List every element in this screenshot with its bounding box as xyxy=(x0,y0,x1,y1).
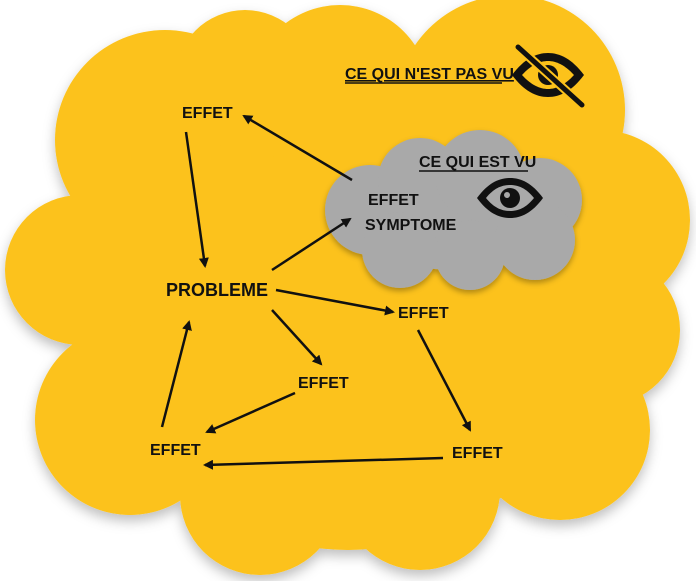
arrow-top-effect-to-problem xyxy=(184,131,209,268)
arrow-bottom-right-to-bottom-left xyxy=(203,456,444,470)
arrow-middle-effect-to-bottom-left xyxy=(205,391,296,434)
arrow-problem-to-symptom xyxy=(271,217,352,272)
effect-bottom-right-label: EFFET xyxy=(452,445,503,462)
hidden-cloud xyxy=(5,0,690,575)
arrow-problem-to-middle-effect xyxy=(271,309,323,366)
arrow-problem-to-right-effect xyxy=(275,288,395,316)
eye-icon xyxy=(477,178,543,218)
effect-symptom-line1: EFFET xyxy=(368,192,419,209)
seen-title: CE QUI EST VU xyxy=(419,154,536,171)
eye-slash-icon xyxy=(512,42,587,110)
not-seen-title: CE QUI N'EST PAS VU xyxy=(345,66,514,83)
problem-label: PROBLEME xyxy=(166,280,268,300)
effect-top-label: EFFET xyxy=(182,105,233,122)
effect-right-label: EFFET xyxy=(398,305,449,322)
visible-cloud xyxy=(325,130,582,290)
effect-bottom-left-label: EFFET xyxy=(150,442,201,459)
arrow-symptom-to-top-effect xyxy=(242,114,353,182)
effect-symptom-line2: SYMPTOME xyxy=(365,217,457,234)
arrow-bottom-left-to-problem xyxy=(160,320,192,428)
arrows xyxy=(160,114,472,470)
arrow-right-effect-to-bottom-right xyxy=(416,329,472,432)
effect-middle-label: EFFET xyxy=(298,375,349,392)
